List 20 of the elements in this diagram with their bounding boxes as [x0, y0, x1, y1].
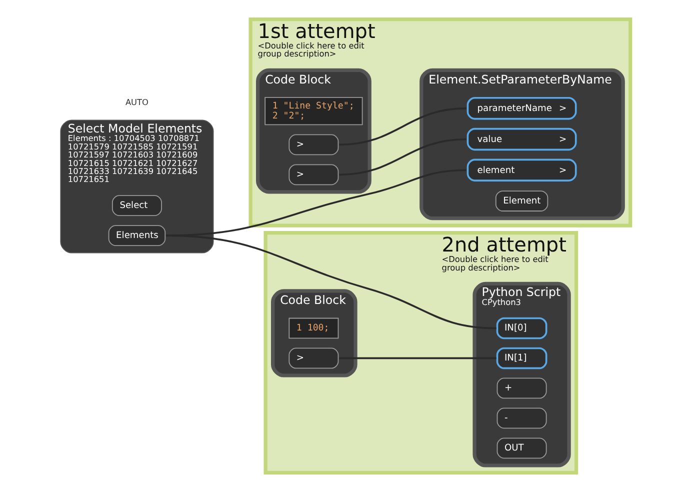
label: AUTO [124, 96, 148, 107]
node-box: - [496, 408, 546, 429]
node-box: > [288, 134, 338, 156]
node-box: parameterName > [466, 96, 576, 120]
node-box: IN[1] [496, 347, 547, 370]
node-box: value > [466, 128, 576, 151]
node-box: 1 "Line Style"; 2 "2"; [264, 96, 362, 126]
connector [338, 138, 466, 176]
node-box: + [496, 378, 546, 399]
connector [338, 107, 466, 146]
node-box: > [288, 348, 338, 369]
node-box: Select [111, 195, 162, 216]
node-box: 1 100; [288, 318, 338, 339]
node-box: OUT [496, 438, 546, 459]
node-box: element > [466, 158, 576, 182]
node-box: Element [494, 190, 548, 212]
node-box: IN[0] [496, 317, 547, 340]
node-box: Elements [108, 225, 166, 246]
connector [338, 357, 496, 360]
node-box: > [288, 164, 338, 186]
